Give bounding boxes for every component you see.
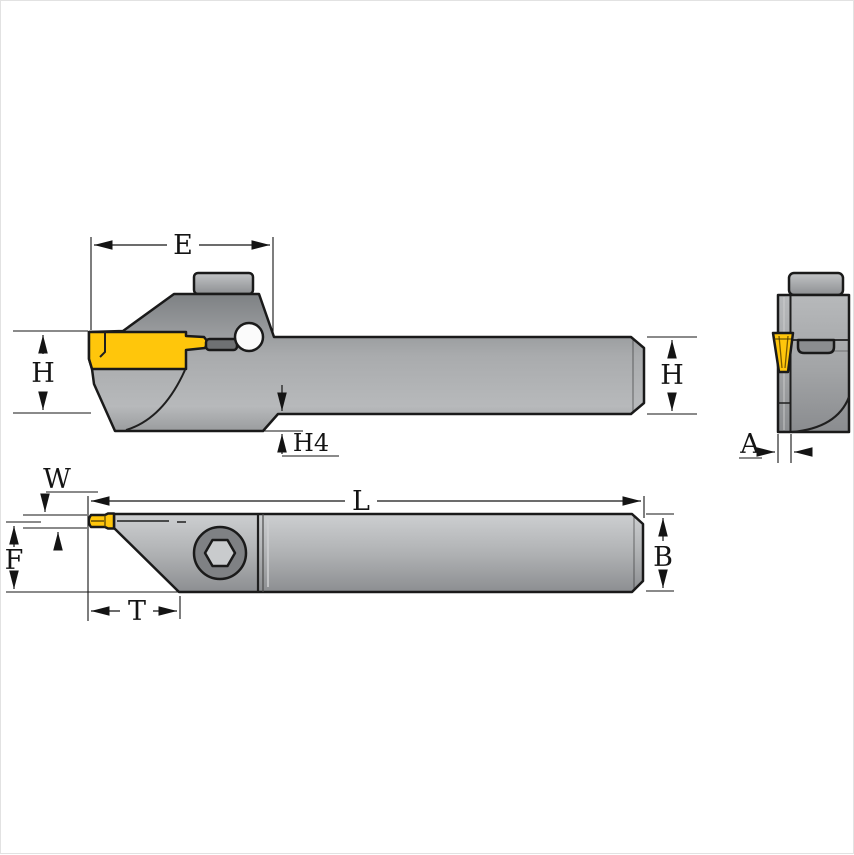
- dim-label-B: B: [653, 542, 673, 573]
- clamp-slot: [796, 338, 836, 355]
- dimension-W: W: [23, 464, 98, 551]
- insert-groove-left: [778, 335, 783, 369]
- dim-label-W: W: [43, 464, 71, 495]
- clamp-screw-head: [233, 321, 265, 353]
- dimension-H4: H4: [263, 385, 339, 457]
- dimension-F: F: [5, 521, 178, 593]
- dimension-L: L: [87, 486, 645, 621]
- dim-label-L: L: [352, 486, 370, 517]
- dim-label-H4: H4: [293, 429, 329, 457]
- dim-label-F: F: [5, 545, 24, 576]
- clamp-knob-side: [192, 271, 255, 296]
- insert-notch-line: [99, 332, 106, 358]
- dim-label-H-left: H: [31, 358, 55, 389]
- body-blend-curve-end: [791, 396, 851, 434]
- dim-label-T: T: [128, 596, 146, 627]
- dim-label-A: A: [739, 429, 760, 460]
- plan-view: [87, 512, 645, 594]
- dimension-E: E: [90, 230, 274, 334]
- dimension-H-left: H: [13, 330, 91, 414]
- dim-label-H-right: H: [660, 360, 684, 391]
- dimension-H-right: H: [647, 336, 697, 415]
- dimension-T: T: [91, 596, 181, 627]
- dimension-B: B: [646, 513, 674, 592]
- hex-socket: [203, 538, 237, 568]
- clamp-knob-end: [787, 271, 845, 297]
- holder-body-plan: [112, 512, 645, 594]
- head-blend-curve: [125, 369, 186, 431]
- side-view: [87, 271, 646, 433]
- end-view: [771, 271, 851, 434]
- dimension-A: A: [739, 429, 813, 463]
- dim-label-E: E: [173, 230, 193, 261]
- clamp-pin: [204, 337, 239, 352]
- insert-groove-right: [784, 335, 789, 369]
